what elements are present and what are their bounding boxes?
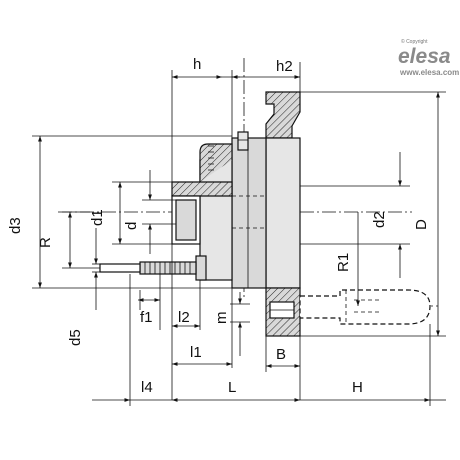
label-d2: d2 xyxy=(371,211,388,228)
label-h: h xyxy=(193,56,201,73)
logo-url: www.elesa.com xyxy=(399,68,459,77)
dimension-labels: h h2 d3 R d1 d d2 D R1 f1 l2 m d5 l1 B l… xyxy=(7,56,430,396)
label-H: H xyxy=(352,379,363,396)
label-d5: d5 xyxy=(67,329,84,346)
label-d3: d3 xyxy=(7,217,24,234)
elesa-logo: © Copyright elesa www.elesa.com xyxy=(398,38,459,77)
label-d: d xyxy=(123,222,140,230)
revolving-handle xyxy=(299,289,431,325)
logo-copyright: © Copyright xyxy=(401,38,428,45)
label-l2: l2 xyxy=(178,309,190,326)
label-R: R xyxy=(37,237,54,248)
label-f1: f1 xyxy=(140,309,153,326)
label-l4: l4 xyxy=(141,379,153,396)
dimension-lines xyxy=(32,62,446,406)
label-l1: l1 xyxy=(190,344,202,361)
label-h2: h2 xyxy=(276,58,293,75)
logo-brand: elesa xyxy=(398,45,451,68)
handwheel-section xyxy=(99,91,301,337)
label-m: m xyxy=(213,312,230,325)
label-L: L xyxy=(228,379,236,396)
label-B: B xyxy=(276,346,286,363)
label-d1: d1 xyxy=(89,209,106,226)
label-D: D xyxy=(413,219,430,230)
label-R1: R1 xyxy=(335,253,352,272)
